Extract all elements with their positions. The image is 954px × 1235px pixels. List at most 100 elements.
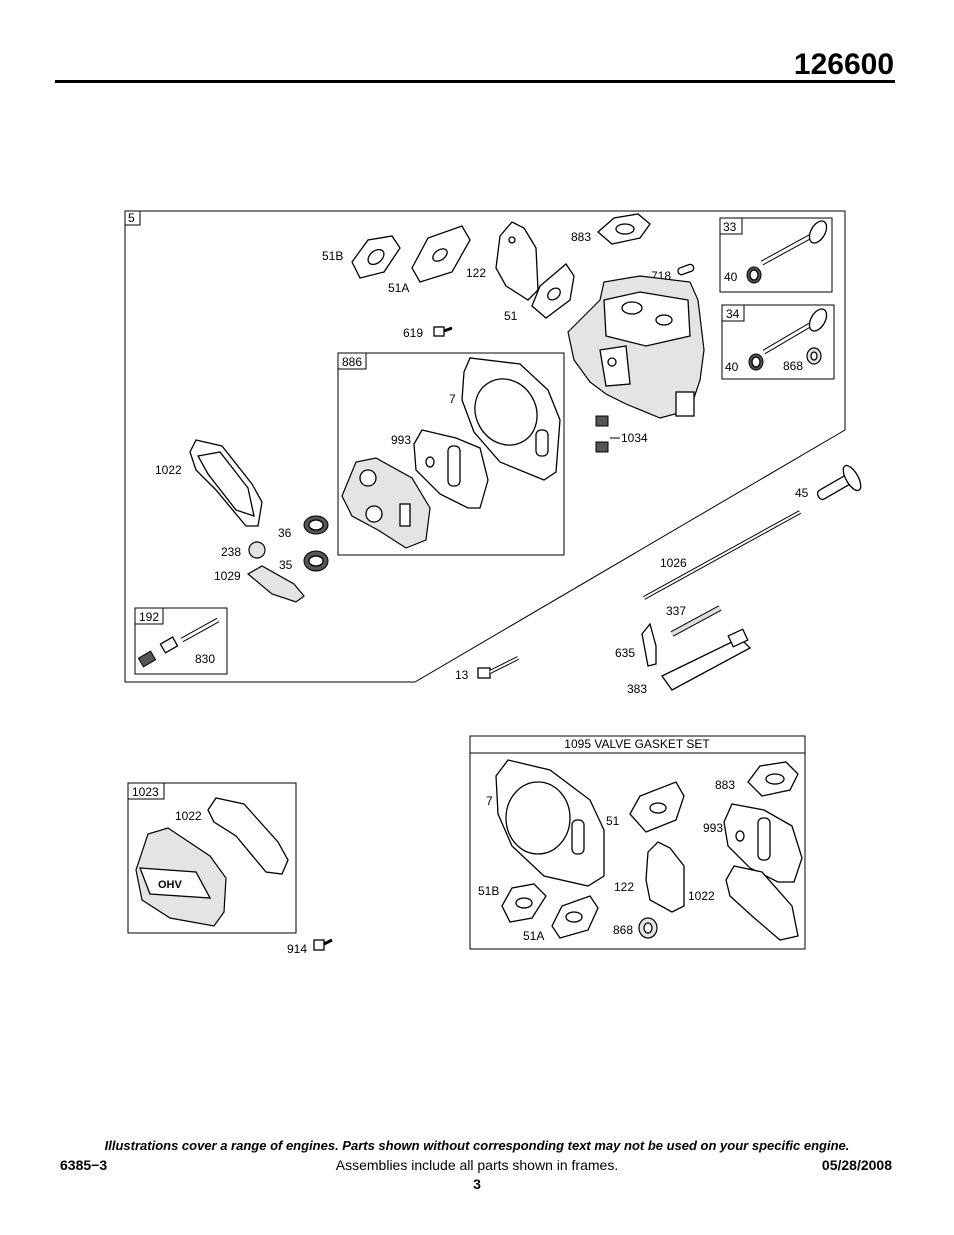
label-1029: 1029 xyxy=(214,569,241,583)
clip-1034 xyxy=(595,415,620,453)
header-rule xyxy=(55,80,895,83)
set-gasket-993 xyxy=(723,803,803,883)
pushrod-1026 xyxy=(643,510,801,600)
label-238: 238 xyxy=(221,545,241,559)
cover-frame-1023 xyxy=(127,782,297,934)
model-number: 126600 xyxy=(793,48,894,81)
valve-frame-34-label: 34 xyxy=(726,307,740,321)
cylinder-head xyxy=(567,275,705,419)
label-set-51B: 51B xyxy=(478,884,499,898)
breather-frame-192 xyxy=(134,607,228,675)
label-619: 619 xyxy=(403,326,423,340)
gasket-set-frame xyxy=(469,735,806,950)
label-51B: 51B xyxy=(322,249,343,263)
main-frame-tag xyxy=(124,210,141,226)
valve-seal-868 xyxy=(806,347,822,365)
breather-frame-192-label: 192 xyxy=(139,610,159,624)
tool-383 xyxy=(661,628,752,691)
label-914: 914 xyxy=(287,942,307,956)
label-51A: 51A xyxy=(388,281,409,295)
doc-number: 6385−3 xyxy=(60,1157,108,1173)
set-gasket-51 xyxy=(629,781,685,833)
label-51: 51 xyxy=(504,309,518,323)
set-plate-122 xyxy=(645,841,685,913)
plate-122 xyxy=(495,221,539,301)
screw-914 xyxy=(313,938,333,951)
label-635: 635 xyxy=(615,646,635,660)
gasket-frame-886-tag xyxy=(337,352,367,370)
cover-frame-1023-tag xyxy=(127,782,165,800)
label-35: 35 xyxy=(279,558,293,572)
cover-logo: OHV xyxy=(158,879,183,891)
valve-frame-34-tag xyxy=(721,304,745,322)
label-1022: 1022 xyxy=(155,463,182,477)
valve-cover-1023: OHV xyxy=(135,827,227,927)
screw-619 xyxy=(433,326,453,337)
valve-frame-33 xyxy=(719,217,833,293)
main-frame xyxy=(124,210,846,683)
label-set-883: 883 xyxy=(715,778,735,792)
breather-830 xyxy=(137,617,220,668)
gasket-51B xyxy=(351,235,401,279)
label-7: 7 xyxy=(449,392,456,406)
label-set-51A: 51A xyxy=(523,929,544,943)
label-383: 383 xyxy=(627,682,647,696)
rocker-1029 xyxy=(246,565,305,603)
label-868: 868 xyxy=(783,359,803,373)
label-830: 830 xyxy=(195,652,215,666)
label-122: 122 xyxy=(466,266,486,280)
label-45: 45 xyxy=(795,486,809,500)
spark-plug-337 xyxy=(670,605,722,637)
gasket-993 xyxy=(413,429,489,509)
valve-spring-40a xyxy=(746,266,762,284)
label-set-122: 122 xyxy=(614,880,634,894)
valve-spring-40b xyxy=(748,353,764,371)
label-883: 883 xyxy=(571,230,591,244)
valve-frame-33-tag xyxy=(719,217,743,235)
cover-frame-1023-label: 1023 xyxy=(132,785,159,799)
gasket-51 xyxy=(531,263,575,319)
spring-35 xyxy=(303,550,329,572)
set-gasket-51B xyxy=(501,883,547,923)
footer-note: Illustrations cover a range of engines. … xyxy=(104,1138,850,1153)
label-set-993: 993 xyxy=(703,821,723,835)
set-gasket-1022 xyxy=(725,865,799,941)
set-gasket-883 xyxy=(747,761,799,797)
set-seal-868 xyxy=(638,917,658,939)
label-36: 36 xyxy=(278,526,292,540)
label-13: 13 xyxy=(455,668,469,682)
spring-36 xyxy=(303,515,329,535)
label-40-a: 40 xyxy=(724,270,738,284)
label-set-7: 7 xyxy=(486,794,493,808)
gasket-883 xyxy=(597,213,651,245)
label-set-1022: 1022 xyxy=(688,889,715,903)
breather-frame-192-tag xyxy=(134,607,164,625)
label-993: 993 xyxy=(391,433,411,447)
set-gasket-51A xyxy=(551,895,599,939)
page-number: 3 xyxy=(473,1176,481,1192)
pin-718 xyxy=(677,263,695,276)
label-1022-cover: 1022 xyxy=(175,809,202,823)
label-set-51: 51 xyxy=(606,814,620,828)
date: 05/28/2008 xyxy=(821,1157,892,1173)
cap-238 xyxy=(248,541,266,559)
label-337: 337 xyxy=(666,604,686,618)
gasket-51A xyxy=(411,225,471,283)
valve-frame-33-label: 33 xyxy=(723,220,737,234)
intake-valve xyxy=(760,220,828,266)
assemblies-note: Assemblies include all parts shown in fr… xyxy=(335,1157,619,1173)
bolt-13 xyxy=(477,656,519,679)
gasket-frame-886-label: 886 xyxy=(342,355,362,369)
label-1026: 1026 xyxy=(660,556,687,570)
set-head-gasket-7 xyxy=(495,759,605,887)
cover-gasket-1022 xyxy=(189,439,263,527)
label-1034: 1034 xyxy=(621,431,648,445)
valve-frame-34 xyxy=(721,304,835,380)
head-gasket-7 xyxy=(461,357,561,481)
boot-635 xyxy=(641,622,657,667)
exhaust-valve xyxy=(762,308,828,355)
tappet-45 xyxy=(816,464,862,501)
main-frame-label: 5 xyxy=(128,211,135,225)
label-40-b: 40 xyxy=(725,360,739,374)
